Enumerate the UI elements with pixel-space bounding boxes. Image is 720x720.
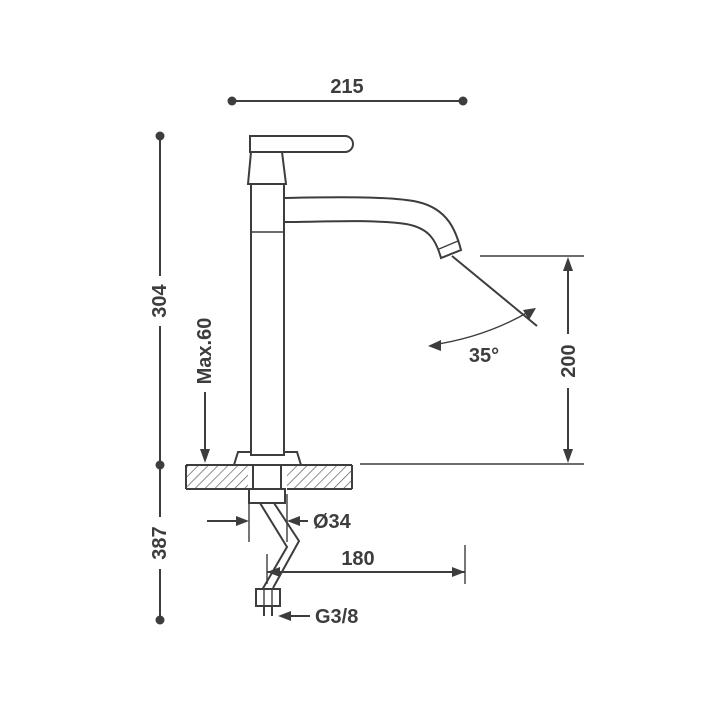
dim-label-387: 387	[149, 526, 171, 559]
faucet-shank	[252, 465, 282, 489]
dim-label-35deg: 35°	[469, 345, 499, 367]
supply-hose-line-1	[259, 502, 289, 591]
dim-215: 215	[227, 76, 468, 106]
dim-387: 387	[149, 465, 171, 625]
dim-180-arrow-left	[267, 567, 280, 577]
dim-d34-arrow-right	[287, 516, 300, 526]
dim-label-200: 200	[558, 344, 580, 377]
dim-thread-g38: G3/8	[278, 606, 358, 628]
dim-label-g38: G3/8	[315, 606, 358, 628]
dim-label-max60: Max.60	[194, 318, 216, 385]
dim-215-dot-left	[227, 96, 237, 106]
countertop	[185, 464, 353, 490]
dim-180: 180	[266, 545, 466, 584]
dim-g38-arrow	[278, 611, 291, 621]
dim-angle-35: 35°	[428, 255, 538, 367]
dim-d34-arrow-left	[236, 516, 249, 526]
dim-label-215: 215	[330, 76, 363, 98]
dim-diameter-34: Ø34	[207, 494, 352, 542]
dim-387-dot-bottom	[155, 615, 165, 625]
dim-label-d34: Ø34	[313, 511, 352, 533]
supply-nut	[255, 588, 281, 607]
dim-max60-arrow-down	[200, 449, 210, 463]
dim-label-304: 304	[149, 283, 171, 317]
faucet-spout	[283, 196, 463, 260]
dim-200-arrow-down	[563, 449, 573, 463]
dim-200-arrow-up	[563, 257, 573, 271]
countertop-hatch-right	[287, 465, 352, 489]
dim-304-dot-top	[155, 131, 165, 141]
faucet-cartridge-cone	[246, 151, 288, 185]
countertop-hatch-left	[186, 465, 248, 489]
dim-304: 304	[149, 131, 171, 470]
spout-outlet-line	[438, 240, 459, 250]
faucet	[232, 135, 463, 616]
angle-arc	[431, 310, 531, 346]
dim-180-arrow-right	[452, 567, 465, 577]
dim-200: 200	[360, 255, 584, 465]
mounting-nut	[248, 488, 286, 504]
faucet-body	[250, 183, 285, 456]
faucet-lever-handle	[249, 135, 354, 153]
supply-stub	[263, 606, 273, 616]
dim-d34-ext-lines	[248, 494, 288, 542]
dim-max60: Max.60	[194, 318, 216, 463]
angle-arrow-right	[523, 308, 536, 320]
dim-215-dot-right	[458, 96, 468, 106]
dim-label-180: 180	[341, 548, 374, 570]
angle-arrow-left	[428, 340, 441, 351]
supply-nut-facets	[263, 589, 273, 606]
